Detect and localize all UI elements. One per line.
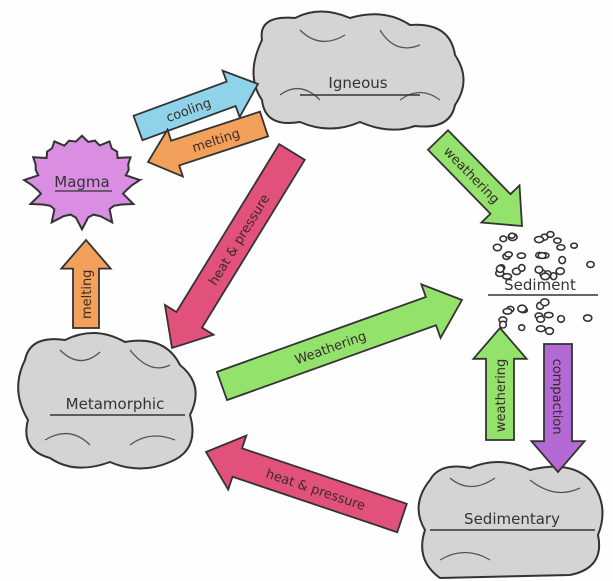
sediment-grain bbox=[539, 298, 550, 307]
sediment-label: Sediment bbox=[504, 276, 576, 294]
metamorphic-label: Metamorphic bbox=[66, 395, 165, 413]
arrow-compaction: compaction bbox=[529, 343, 587, 474]
sediment-grain bbox=[516, 252, 527, 260]
igneous-label: Igneous bbox=[328, 74, 387, 92]
sediment-grain bbox=[535, 324, 546, 333]
arrow-shape bbox=[59, 238, 113, 329]
sediment-grain bbox=[556, 243, 566, 251]
arrow-shape bbox=[529, 343, 587, 474]
arrow-shape bbox=[204, 433, 408, 534]
arrow-label: weathering bbox=[494, 359, 509, 432]
arrow-weathering-sedimentary: weathering bbox=[471, 326, 529, 441]
arrow-shape bbox=[471, 326, 529, 441]
sediment-grain bbox=[535, 315, 546, 324]
sediment-grain bbox=[533, 235, 545, 244]
sediment-grain bbox=[556, 314, 566, 324]
arrow-shape bbox=[426, 128, 523, 227]
sediment-grain bbox=[558, 255, 567, 265]
arrow-label: compaction bbox=[549, 359, 564, 435]
arrow-label: melting bbox=[80, 270, 95, 319]
magma-label: Magma bbox=[54, 173, 109, 191]
metamorphic-rock: Metamorphic bbox=[17, 331, 197, 470]
sediment-grain bbox=[544, 326, 555, 336]
sediment-grain bbox=[495, 264, 505, 274]
sediment-grain bbox=[502, 307, 513, 315]
arrow-shape bbox=[146, 110, 270, 179]
sediment-grain bbox=[504, 250, 514, 258]
sediment-grain bbox=[537, 251, 547, 260]
sediment-grain bbox=[582, 314, 593, 322]
arrow-heat-pressure-sedimentary: heat & pressure bbox=[204, 433, 408, 534]
sediment-grain bbox=[492, 243, 503, 252]
sediment-grain bbox=[534, 265, 544, 274]
magma-blob: Magma bbox=[21, 134, 144, 232]
sediment-grain bbox=[498, 320, 508, 329]
sedimentary-label: Sedimentary bbox=[464, 510, 560, 528]
sediment-grain bbox=[501, 272, 513, 280]
sediment-grain bbox=[507, 232, 516, 240]
sedimentary-rock: Sedimentary bbox=[417, 460, 604, 580]
sediment-grain bbox=[543, 311, 554, 319]
arrow-weathering-igneous: weathering bbox=[426, 128, 523, 227]
arrow-label: heat & pressure bbox=[206, 192, 273, 288]
arrow-shape bbox=[215, 282, 464, 402]
sediment-grain bbox=[499, 235, 508, 243]
arrow-shape bbox=[163, 142, 307, 350]
sediment-grain bbox=[516, 304, 528, 313]
sediment-grain bbox=[540, 272, 551, 281]
sediment-grain bbox=[570, 242, 579, 249]
arrow-melting-metamorphic: melting bbox=[59, 238, 113, 329]
arrow-weathering-metamorphic: Weathering bbox=[215, 282, 464, 402]
sediment-pile: Sediment bbox=[488, 230, 598, 336]
arrow-shape bbox=[132, 69, 260, 142]
sediment-grain bbox=[555, 267, 566, 276]
sediment-grain bbox=[517, 263, 526, 273]
sediment-grain bbox=[586, 260, 595, 269]
igneous-rock: Igneous bbox=[252, 10, 465, 131]
sediment-grain bbox=[517, 323, 526, 332]
sediment-grain bbox=[552, 237, 562, 245]
